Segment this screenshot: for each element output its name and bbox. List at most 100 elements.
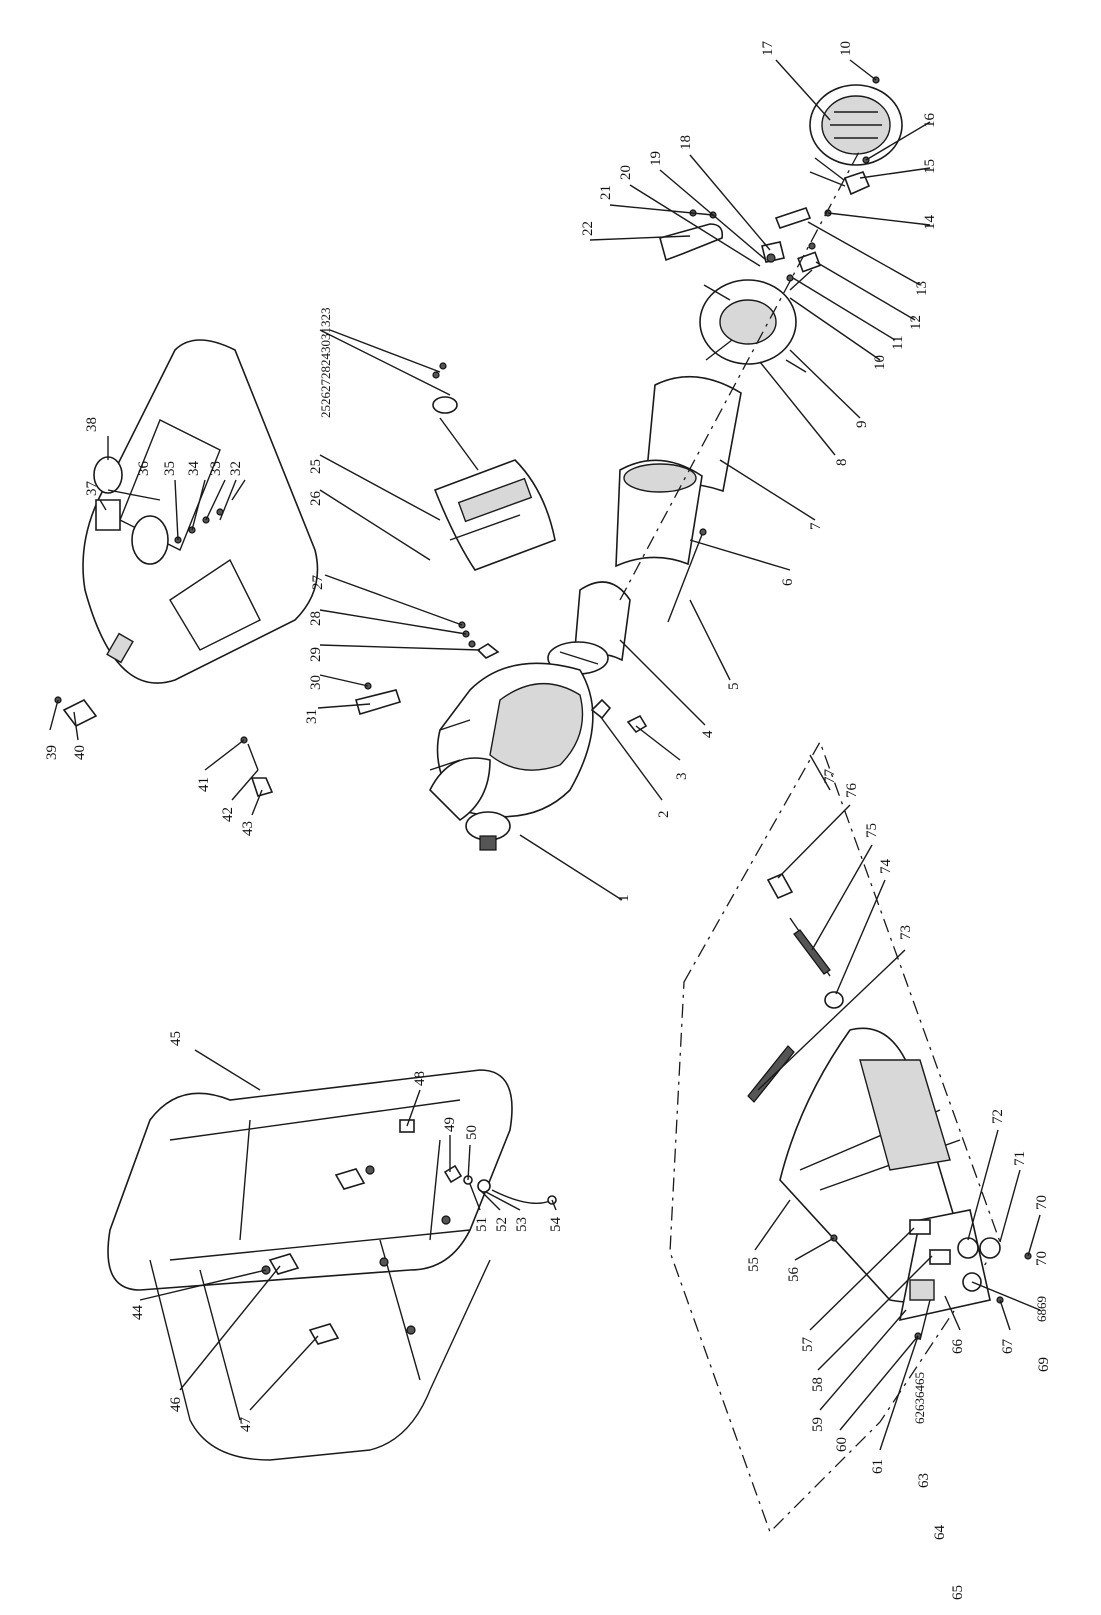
callout-64: 64 xyxy=(932,1525,948,1541)
callout-1: 1 xyxy=(616,895,632,903)
leader-lines xyxy=(49,59,1041,1451)
callout-2: 2 xyxy=(656,811,672,819)
part-tank-cap-opening xyxy=(131,515,169,565)
callout-70a: 70 xyxy=(1034,1195,1050,1210)
part-24-filter xyxy=(432,396,458,414)
callout-61: 61 xyxy=(870,1459,886,1474)
callout-7: 7 xyxy=(808,522,824,530)
callout-55: 55 xyxy=(746,1257,762,1272)
callout-15: 15 xyxy=(922,159,938,174)
callout-labels: 1 2 3 4 5 6 7 8 9 10 11 12 13 14 15 16 1… xyxy=(44,41,1052,1601)
callout-75: 75 xyxy=(864,823,880,838)
callout-54: 54 xyxy=(548,1217,564,1233)
callout-36: 36 xyxy=(136,461,152,477)
callout-76: 76 xyxy=(844,783,860,799)
callout-34: 34 xyxy=(186,461,202,477)
callout-57: 57 xyxy=(800,1337,816,1353)
callout-32: 32 xyxy=(228,461,244,476)
callout-30: 30 xyxy=(308,675,324,690)
part-25-air-cleaner xyxy=(433,459,556,571)
part-13-plate xyxy=(774,207,812,229)
callout-40: 40 xyxy=(72,745,88,760)
part-2 xyxy=(590,698,612,720)
frame-assembly xyxy=(107,1069,557,1461)
callout-8: 8 xyxy=(834,459,850,467)
callout-62-65: 62636465 xyxy=(912,1372,927,1424)
callout-77: 77 xyxy=(822,769,838,785)
callout-46: 46 xyxy=(168,1397,184,1413)
callout-48: 48 xyxy=(412,1071,428,1086)
part-5-bolt xyxy=(667,531,704,623)
callout-20: 20 xyxy=(618,165,634,180)
callout-6: 6 xyxy=(780,578,796,586)
callout-45: 45 xyxy=(168,1031,184,1046)
part-22-bracket xyxy=(659,223,724,262)
callout-59: 59 xyxy=(810,1417,826,1432)
part-49 xyxy=(443,1164,463,1184)
part-40-gauge xyxy=(62,698,98,728)
callout-9: 9 xyxy=(854,421,870,429)
callout-13: 13 xyxy=(914,281,930,296)
callout-22: 22 xyxy=(580,221,596,236)
callout-21: 21 xyxy=(598,185,614,200)
callout-60: 60 xyxy=(834,1437,850,1452)
part-74-ring xyxy=(824,991,844,1009)
part-57-switch xyxy=(909,1219,931,1235)
callout-29: 29 xyxy=(308,647,324,662)
callout-74: 74 xyxy=(878,859,894,875)
callout-52: 52 xyxy=(494,1217,510,1232)
callout-66: 66 xyxy=(950,1339,966,1355)
callout-38: 38 xyxy=(84,417,100,432)
callout-28: 28 xyxy=(308,611,324,626)
callout-42: 42 xyxy=(220,807,236,822)
callout-47: 47 xyxy=(238,1417,254,1433)
part-53-washer xyxy=(477,1179,491,1193)
part-54-ground-wire xyxy=(491,1189,553,1205)
callout-10a: 10 xyxy=(872,355,888,370)
callout-72: 72 xyxy=(990,1109,1006,1124)
callout-69: 69 xyxy=(1036,1357,1052,1372)
callout-53: 53 xyxy=(514,1217,530,1232)
part-29 xyxy=(476,643,500,659)
callout-18: 18 xyxy=(678,135,694,150)
callout-26: 26 xyxy=(308,491,324,507)
callout-10b: 10 xyxy=(838,41,854,56)
alternator-assembly xyxy=(547,76,903,675)
callout-67: 67 xyxy=(1000,1339,1016,1355)
callout-56: 56 xyxy=(786,1267,802,1283)
callout-37: 37 xyxy=(84,481,100,497)
part-3 xyxy=(626,714,648,734)
callout-17: 17 xyxy=(760,41,776,57)
callout-68-69: 6869 xyxy=(1034,1296,1049,1322)
callout-3: 3 xyxy=(674,773,690,781)
callout-31: 31 xyxy=(304,709,320,724)
part-43-valve xyxy=(250,777,274,797)
callout-5: 5 xyxy=(726,683,742,691)
callout-23-group: 25262728243031323 xyxy=(318,308,333,419)
part-32-fuel-tank xyxy=(82,339,319,684)
part-15-brush-holder xyxy=(843,171,871,196)
callout-39: 39 xyxy=(44,745,60,760)
callout-58: 58 xyxy=(810,1377,826,1392)
callout-43: 43 xyxy=(240,821,256,836)
callout-33: 33 xyxy=(208,461,224,476)
part-70-outlet xyxy=(957,1237,979,1259)
callout-73: 73 xyxy=(898,925,914,940)
callout-35: 35 xyxy=(162,461,178,476)
part-31-clip xyxy=(355,689,402,715)
callout-50: 50 xyxy=(464,1125,480,1140)
callout-63: 63 xyxy=(916,1473,932,1488)
part-37-filter xyxy=(95,499,121,531)
callout-49: 49 xyxy=(442,1117,458,1132)
callout-19: 19 xyxy=(648,151,664,166)
control-panel-assembly xyxy=(669,740,1032,1534)
callout-11: 11 xyxy=(890,336,906,350)
callout-14: 14 xyxy=(922,215,938,231)
engine-assembly xyxy=(355,362,648,851)
callout-70b: 70 xyxy=(1034,1251,1050,1266)
callout-71: 71 xyxy=(1012,1151,1028,1166)
callout-25: 25 xyxy=(308,459,324,474)
part-76-knob xyxy=(766,872,794,900)
callout-12: 12 xyxy=(908,315,924,330)
